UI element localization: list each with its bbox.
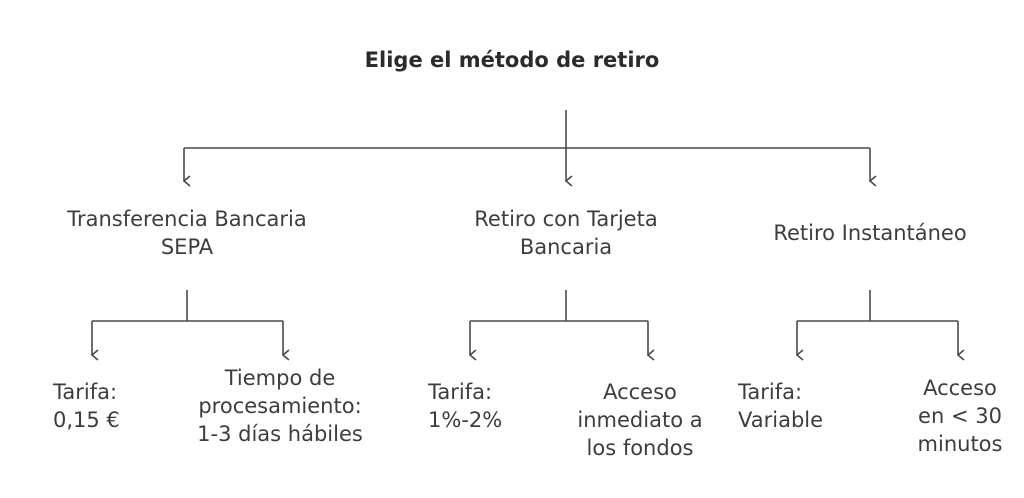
instant-fee: Tarifa: Variable	[738, 380, 824, 432]
card-access: Acceso inmediato a los fondos	[577, 380, 703, 460]
card-fee: Tarifa: 1%-2%	[428, 380, 503, 432]
instant-access: Acceso en < 30 minutos	[917, 376, 1003, 456]
sepa-fee: Tarifa: 0,15 €	[53, 380, 120, 432]
method-instant-withdrawal: Retiro Instantáneo	[773, 221, 967, 245]
method-card-withdrawal: Retiro con Tarjeta Bancaria	[474, 207, 658, 259]
method-sepa-transfer: Transferencia Bancaria SEPA	[67, 207, 307, 259]
diagram-title: Elige el método de retiro	[364, 48, 660, 72]
sepa-processing-time: Tiempo de procesamiento: 1-3 días hábile…	[197, 366, 363, 446]
